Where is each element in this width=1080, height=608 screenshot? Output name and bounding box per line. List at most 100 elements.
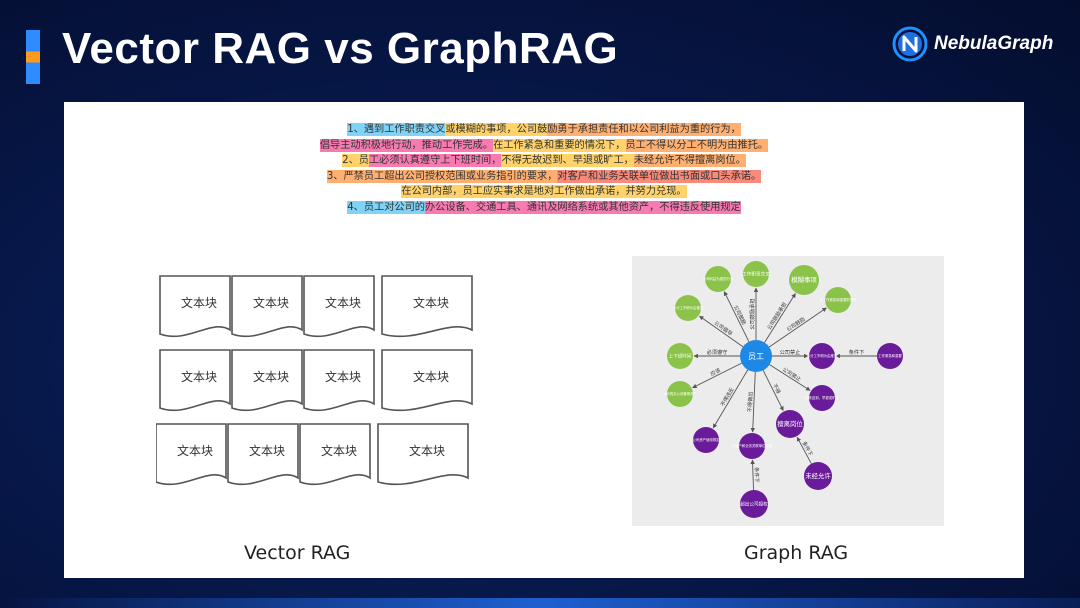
graph-edge-label: 公司鼓励承担 <box>748 298 756 329</box>
chunk-label: 文本块 <box>177 443 213 458</box>
graph-node <box>877 343 903 369</box>
graph-edge-label: 必须遵守 <box>707 348 728 356</box>
graph-edge <box>723 291 750 342</box>
logo-text: NebulaGraph <box>934 33 1054 54</box>
text-chunk: 文本块 <box>377 423 469 486</box>
graph-edge-label: 不得违反 <box>718 386 735 408</box>
graph-node-label: 对客户和业务关联单位承诺 <box>732 443 773 448</box>
policy-text-block: 1、遇到工作职责交叉或模糊的事项，公司鼓励勇于承担责任和以公司利益为重的行为，倡… <box>264 122 824 215</box>
graph-node-label: 在工作紧急和重要的情况 <box>819 297 857 302</box>
policy-line: 4、员工对公司的办公设备、交通工具、通讯及网络系统或其他资产，不得违反使用规定 <box>264 200 824 216</box>
chunk-label: 文本块 <box>181 369 217 384</box>
highlighted-segment: 2、员 <box>342 154 369 167</box>
highlighted-segment: 或模糊的事项，公司鼓 <box>445 123 548 136</box>
graph-node <box>667 343 693 369</box>
graph-node-label: 公司利益为重的行为 <box>703 276 734 281</box>
chunk-label: 文本块 <box>325 295 361 310</box>
text-chunk: 文本块 <box>159 275 231 338</box>
graph-node <box>825 287 851 313</box>
slide-title: Vector RAG vs GraphRAG <box>62 24 619 73</box>
text-chunk: 文本块 <box>303 349 375 412</box>
graph-edge <box>762 370 784 411</box>
graph-edge-label: 不得 <box>771 382 783 395</box>
text-chunk: 文本块 <box>156 423 227 486</box>
highlighted-segment: 4、员工对公司的 <box>347 200 425 214</box>
highlighted-segment: 在公司内部，员工应实事求是地对工作做出承诺，并努力兑现。 <box>401 185 687 198</box>
chunk-label: 文本块 <box>321 443 357 458</box>
content-panel: 1、遇到工作职责交叉或模糊的事项，公司鼓励勇于承担责任和以公司利益为重的行为，倡… <box>64 102 1024 578</box>
graph-node-label: 无故迟到、早退或旷工 <box>805 395 840 400</box>
chunk-label: 文本块 <box>325 369 361 384</box>
chunk-label: 文本块 <box>253 295 289 310</box>
graph-node-label: 以分工不明为由推托 <box>807 353 838 358</box>
graph-edge-label: 条件下 <box>753 467 762 483</box>
graph-node-label: 公司的办公设备等资产 <box>663 391 698 396</box>
graph-node-label: 公司资产使用规定 <box>692 437 720 442</box>
policy-line: 在公司内部，员工应实事求是地对工作做出承诺，并努力兑现。 <box>264 184 824 200</box>
graph-node <box>739 433 765 459</box>
highlighted-segment: 员工不得以分工不明为由推托。 <box>625 138 769 152</box>
chunk-label: 文本块 <box>181 295 217 310</box>
text-chunk: 文本块 <box>231 275 303 338</box>
graph-edge <box>712 369 749 429</box>
graph-node <box>740 490 768 518</box>
graph-node <box>743 261 769 287</box>
text-chunk: 文本块 <box>159 349 231 412</box>
highlighted-segment: 工必须认真遵守上下班时间， <box>368 154 502 167</box>
graph-node <box>693 427 719 453</box>
graph-node <box>809 385 835 411</box>
highlighted-segment: 未经允许不得擅离岗位。 <box>633 154 746 167</box>
graph-node-label: 员工 <box>748 352 764 361</box>
policy-line: 2、员工必须认真遵守上下班时间，不得无故迟到、早退或旷工，未经允许不得擅离岗位。 <box>264 153 824 169</box>
title-accent-bar <box>26 30 40 84</box>
graph-node <box>675 295 701 321</box>
text-chunk: 文本块 <box>381 349 473 412</box>
graph-node-label: 未经允许 <box>805 471 831 480</box>
graph-edge <box>796 436 812 464</box>
text-chunk: 文本块 <box>227 423 299 486</box>
graph-node-label: 模糊事项 <box>791 275 817 284</box>
policy-line: 3、严禁员工超出公司授权范围或业务指引的要求，对客户和业务关联单位做出书面或口头… <box>264 169 824 185</box>
highlighted-segment: 不得无故迟到、早退或旷工， <box>501 154 634 167</box>
policy-line: 倡导主动积极地行动，推动工作完成。在工作紧急和重要的情况下，员工不得以分工不明为… <box>264 138 824 154</box>
text-chunk: 文本块 <box>381 275 473 338</box>
highlighted-segment: 办公设备、交通工具、通讯及网络系统或其他资产，不得违反使用规定 <box>424 200 741 214</box>
graph-node-label: 工作职责交叉 <box>742 271 770 278</box>
graph-edge <box>764 293 796 343</box>
graph-edge-label: 条件下 <box>849 348 865 356</box>
graph-rag-label: Graph RAG <box>744 542 849 564</box>
graph-edge-label: 公司禁止 <box>780 348 801 356</box>
vector-rag-label: Vector RAG <box>244 542 351 564</box>
graph-node <box>740 340 772 372</box>
graph-edge <box>750 371 756 433</box>
policy-line: 1、遇到工作职责交叉或模糊的事项，公司鼓励勇于承担责任和以公司利益为重的行为， <box>264 122 824 138</box>
nebula-n-icon <box>892 26 928 62</box>
graph-node-label: 上下班时间 <box>669 353 692 360</box>
graph-node <box>804 462 832 490</box>
graph-node-label: 工作紧急和重要 <box>878 353 902 358</box>
vector-chunk-grid: 文本块文本块文本块文本块文本块文本块文本块文本块文本块文本块文本块文本块 <box>156 275 473 486</box>
text-chunk: 文本块 <box>231 349 303 412</box>
highlighted-segment: 励勇于承担责任和以公司利益为重的行为， <box>547 123 741 136</box>
highlighted-segment: 3、严禁员工超出公司授权范围或业务指引的要求， <box>326 169 558 183</box>
graph-node-label: 以分工不明为由推托 <box>673 305 704 310</box>
chunk-label: 文本块 <box>249 443 285 458</box>
graph-edge-label: 不得做出 <box>746 391 755 412</box>
graph-edge-label: 公司鼓励 <box>732 304 748 326</box>
graph-node <box>705 266 731 292</box>
graph-edge <box>750 459 755 491</box>
graph-node <box>789 265 819 295</box>
brand-logo: NebulaGraph <box>892 26 1053 62</box>
graph-node <box>667 381 693 407</box>
graph-edge-label: 应该 <box>709 366 722 378</box>
highlighted-segment: 倡导主动积极地行动，推动工作完成。 <box>319 138 494 152</box>
chunk-label: 文本块 <box>413 369 449 384</box>
graph-edge-label: 公司鼓励承担 <box>765 301 788 332</box>
graph-node-label: 擅离岗位 <box>777 419 803 428</box>
text-chunk: 文本块 <box>303 275 375 338</box>
graph-edge <box>692 362 742 389</box>
highlighted-segment: 1、遇到工作职责交叉 <box>347 123 446 136</box>
text-chunk: 文本块 <box>299 423 371 486</box>
chunk-label: 文本块 <box>253 369 289 384</box>
highlighted-segment: 对客户和业务关联单位做出书面或口头承诺。 <box>557 169 762 183</box>
